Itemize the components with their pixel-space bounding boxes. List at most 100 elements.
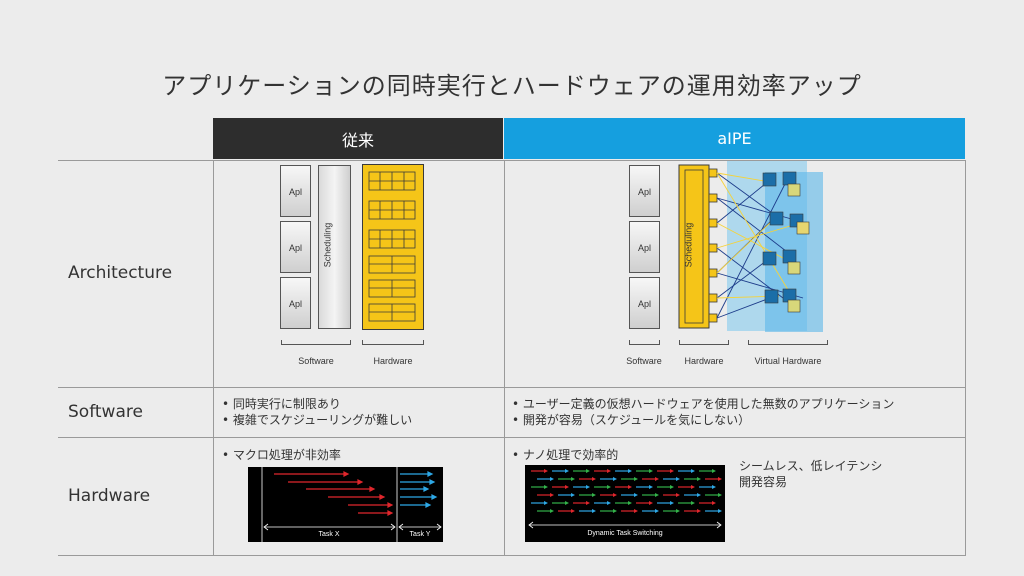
- task-stream-arrowhead: [607, 501, 611, 505]
- task-stream-arrowhead: [628, 485, 632, 489]
- task-stream-arrowhead: [712, 469, 716, 473]
- aipe-virtual-bracket: [748, 340, 828, 345]
- conventional-scheduling-block: [318, 165, 351, 329]
- task-stream-arrowhead: [718, 477, 722, 481]
- task-stream-arrowhead: [565, 469, 569, 473]
- conventional-software-bullets: 同時実行に制限あり 複雑でスケジューリングが難しい: [222, 396, 412, 428]
- task-stream-arrowhead: [649, 485, 653, 489]
- task-stream-arrowhead: [586, 485, 590, 489]
- column-header-conventional: 従来: [213, 118, 503, 159]
- grid-line: [58, 387, 966, 388]
- conventional-software-bracket: [281, 340, 351, 345]
- task-stream-arrowhead: [655, 493, 659, 497]
- task-stream-arrowhead: [670, 469, 674, 473]
- task-stream-arrowhead: [613, 477, 617, 481]
- task-y-label: Task Y: [410, 531, 431, 538]
- aipe-hardware-bracket: [679, 340, 729, 345]
- task-stream-arrowhead: [655, 509, 659, 513]
- aipe-software-bracket: [629, 340, 660, 345]
- aipe-apl-3: Apl: [629, 277, 660, 329]
- task-stream-arrowhead: [550, 509, 554, 513]
- task-stream-arrowhead: [649, 469, 653, 473]
- task-stream-arrowhead: [676, 493, 680, 497]
- task-stream-arrowhead: [613, 509, 617, 513]
- conventional-apl-3: Apl: [280, 277, 311, 329]
- task-stream-arrowhead: [697, 477, 701, 481]
- conventional-scheduling-label: Scheduling: [322, 222, 333, 268]
- aipe-software-bullets: ユーザー定義の仮想ハードウェアを使用した無数のアプリケーション 開発が容易（スケ…: [512, 396, 895, 428]
- task-stream-arrowhead: [697, 493, 701, 497]
- task-stream-arrowhead: [586, 469, 590, 473]
- task-stream-arrowhead: [592, 493, 596, 497]
- task-stream-arrowhead: [655, 477, 659, 481]
- task-stream-arrowhead: [649, 501, 653, 505]
- grid-line: [965, 160, 966, 555]
- list-item: マクロ処理が非効率: [222, 447, 341, 463]
- task-stream-arrowhead: [712, 485, 716, 489]
- aipe-hardware-note: シームレス、低レイテンシ 開発容易: [739, 458, 882, 490]
- task-stream-arrowhead: [544, 485, 548, 489]
- aipe-hardware-diagram: [678, 161, 823, 332]
- task-stream-arrowhead: [571, 509, 575, 513]
- list-item: ナノ処理で効率的: [512, 447, 618, 463]
- aipe-scheduling-label: Scheduling: [683, 222, 694, 268]
- list-item: 同時実行に制限あり: [222, 396, 412, 412]
- task-stream-arrowhead: [634, 493, 638, 497]
- list-item: 複雑でスケジューリングが難しい: [222, 412, 412, 428]
- row-label-hardware: Hardware: [68, 486, 151, 506]
- task-stream-arrowhead: [676, 509, 680, 513]
- list-item: 開発が容易（スケジュールを気にしない）: [512, 412, 894, 428]
- aipe-hardware-bullet: ナノ処理で効率的: [512, 447, 618, 463]
- row-label-software: Software: [68, 402, 143, 422]
- conventional-hardware-bullet: マクロ処理が非効率: [222, 447, 341, 463]
- aipe-task-timeline: Dynamic Task Switching: [525, 465, 725, 542]
- task-stream-arrowhead: [691, 501, 695, 505]
- task-stream-arrowhead: [634, 477, 638, 481]
- task-stream-arrowhead: [628, 501, 632, 505]
- aipe-software-caption: Software: [626, 356, 662, 366]
- task-stream-arrowhead: [592, 477, 596, 481]
- page-title: アプリケーションの同時実行とハードウェアの運用効率アップ: [162, 72, 862, 100]
- grid-line: [58, 437, 966, 438]
- conventional-hardware-bracket: [362, 340, 424, 345]
- grid-line: [58, 555, 966, 556]
- task-stream-arrowhead: [613, 493, 617, 497]
- task-x-label: Task X: [318, 531, 339, 538]
- task-stream-arrowhead: [544, 501, 548, 505]
- task-stream-arrowhead: [676, 477, 680, 481]
- task-stream-arrowhead: [628, 469, 632, 473]
- task-stream-arrowhead: [571, 493, 575, 497]
- conventional-software-caption: Software: [298, 356, 334, 366]
- conventional-apl-2: Apl: [280, 221, 311, 273]
- task-stream-arrowhead: [691, 485, 695, 489]
- task-stream-arrowhead: [607, 485, 611, 489]
- dynamic-task-switching-label: Dynamic Task Switching: [587, 530, 662, 537]
- aipe-apl-1: Apl: [629, 165, 660, 217]
- task-stream-arrowhead: [712, 501, 716, 505]
- task-stream-arrowhead: [634, 509, 638, 513]
- task-stream-arrowhead: [691, 469, 695, 473]
- task-stream-arrowhead: [544, 469, 548, 473]
- task-stream-arrowhead: [586, 501, 590, 505]
- task-stream-arrowhead: [607, 469, 611, 473]
- column-header-aipe: aIPE: [504, 118, 965, 159]
- conventional-task-timeline: Task X Task Y: [248, 467, 443, 542]
- task-stream-arrowhead: [718, 493, 722, 497]
- aipe-virtual-caption: Virtual Hardware: [754, 356, 822, 366]
- conventional-hardware-block: [362, 164, 424, 330]
- note-line: シームレス、低レイテンシ: [739, 459, 883, 473]
- aipe-hardware-caption: Hardware: [684, 356, 724, 366]
- task-stream-arrowhead: [670, 485, 674, 489]
- task-stream-arrowhead: [571, 477, 575, 481]
- task-stream-arrowhead: [550, 493, 554, 497]
- task-stream-arrowhead: [565, 501, 569, 505]
- task-stream-arrowhead: [697, 509, 701, 513]
- task-stream-arrowhead: [550, 477, 554, 481]
- note-line: 開発容易: [739, 475, 788, 489]
- task-stream-arrowhead: [718, 509, 722, 513]
- grid-line: [504, 160, 505, 555]
- conventional-apl-1: Apl: [280, 165, 311, 217]
- grid-line: [213, 160, 214, 555]
- aipe-apl-2: Apl: [629, 221, 660, 273]
- list-item: ユーザー定義の仮想ハードウェアを使用した無数のアプリケーション: [512, 396, 895, 412]
